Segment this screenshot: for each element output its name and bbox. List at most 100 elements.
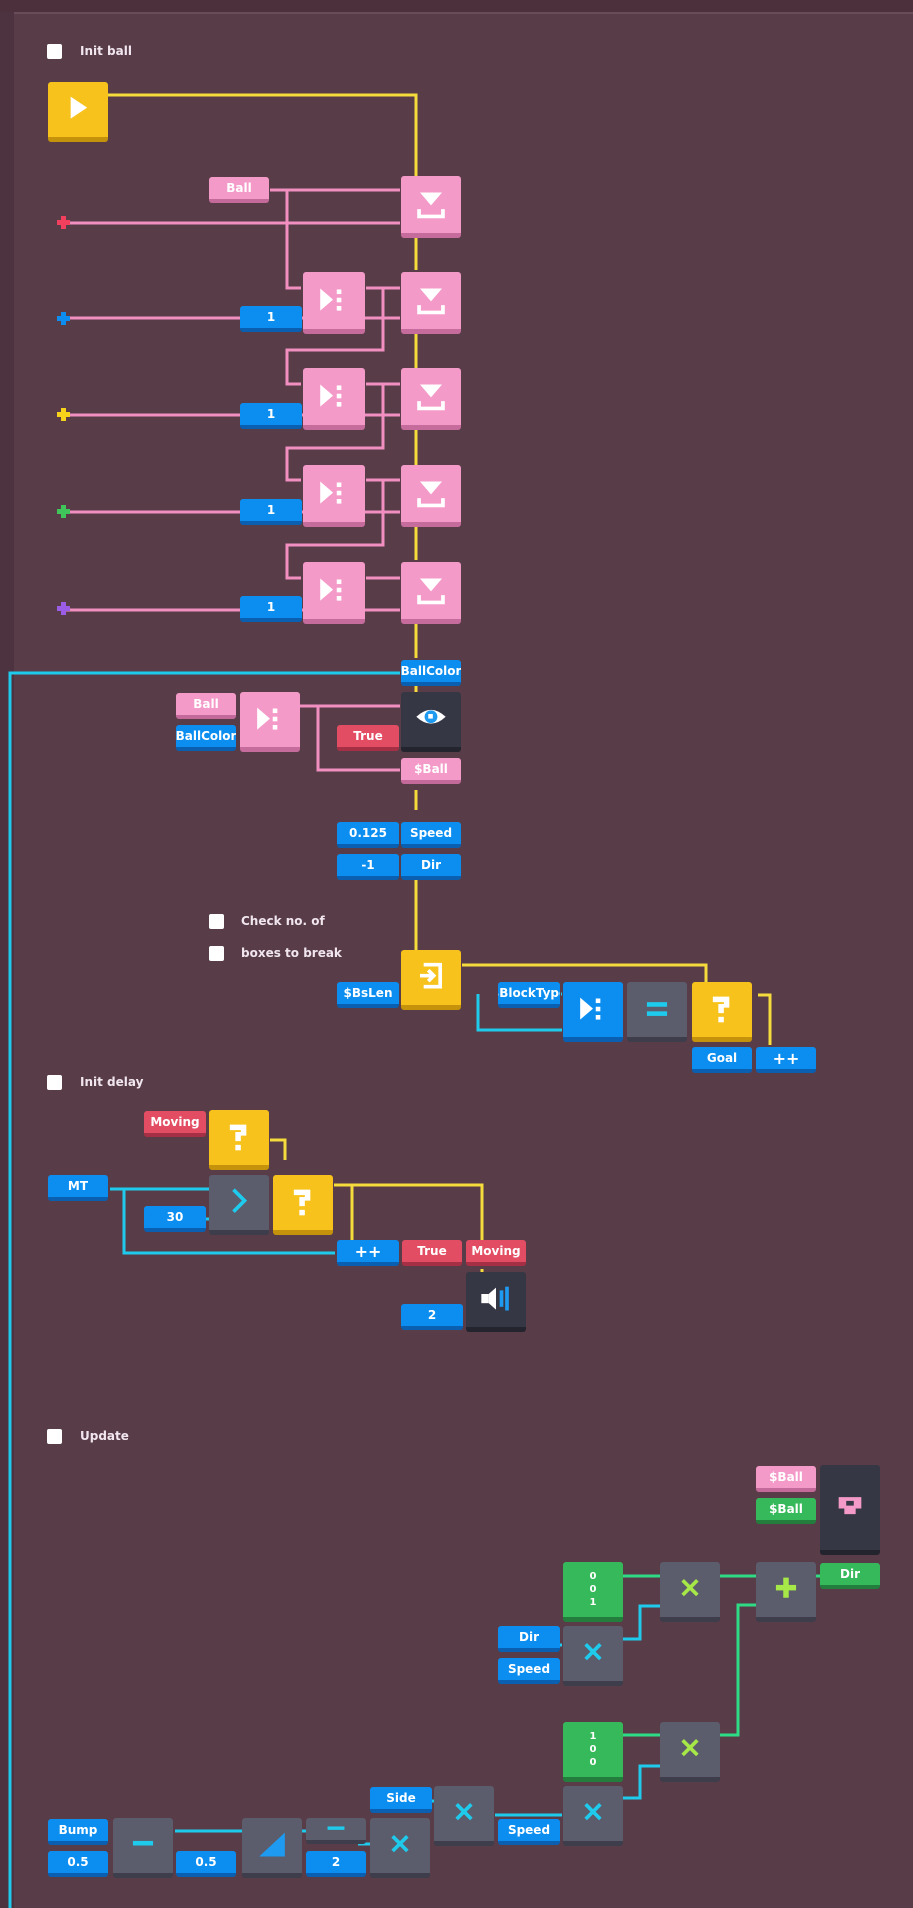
list-append-icon bbox=[257, 707, 278, 730]
var-goal[interactable]: Goal bbox=[692, 1047, 752, 1073]
list-set-icon bbox=[417, 384, 445, 411]
set-list-node[interactable] bbox=[401, 176, 461, 238]
set-list-node[interactable] bbox=[401, 562, 461, 624]
set-list-node[interactable] bbox=[401, 465, 461, 527]
var-dir-green[interactable]: Dir bbox=[820, 1563, 880, 1589]
number-thirty[interactable]: 30 bbox=[144, 1206, 206, 1232]
var-bslen[interactable]: $BsLen bbox=[337, 982, 399, 1008]
string-ball[interactable]: Ball bbox=[209, 177, 269, 203]
multiply-node[interactable] bbox=[370, 1818, 430, 1878]
section-checkbox-init-ball[interactable] bbox=[47, 44, 62, 59]
multiply-node[interactable] bbox=[434, 1786, 494, 1846]
list-append-icon bbox=[320, 288, 342, 311]
var-mt[interactable]: MT bbox=[48, 1175, 108, 1201]
var-dir[interactable]: Dir bbox=[498, 1626, 560, 1652]
branch-node[interactable] bbox=[209, 1110, 269, 1170]
multiply-icon bbox=[391, 1835, 409, 1853]
branch-node[interactable] bbox=[273, 1175, 333, 1235]
list-append-node[interactable] bbox=[303, 272, 365, 334]
increment-node[interactable]: ++ bbox=[337, 1240, 399, 1266]
multiply-node[interactable] bbox=[660, 1562, 720, 1622]
number-two[interactable]: 2 bbox=[401, 1304, 463, 1330]
vector-001-node[interactable]: 0 0 1 bbox=[563, 1562, 623, 1622]
vector-x: 0 bbox=[589, 1571, 597, 1582]
vector-components: 1 0 0 bbox=[563, 1722, 623, 1777]
multiply-node[interactable] bbox=[563, 1626, 623, 1686]
number-one[interactable]: 1 bbox=[240, 306, 302, 332]
var-speed[interactable]: Speed bbox=[498, 1658, 560, 1684]
bool-true[interactable]: True bbox=[402, 1240, 462, 1266]
var-dir[interactable]: Dir bbox=[401, 854, 461, 880]
list-append-node[interactable] bbox=[303, 465, 365, 527]
play-sound-node[interactable] bbox=[466, 1272, 526, 1332]
var-sball[interactable]: $Ball bbox=[756, 1466, 816, 1492]
question-icon bbox=[229, 1124, 247, 1151]
var-speed[interactable]: Speed bbox=[498, 1819, 560, 1845]
watch-node[interactable] bbox=[401, 692, 461, 752]
ramp-node[interactable] bbox=[242, 1818, 302, 1878]
data-wire bbox=[623, 1604, 660, 1641]
purple-color-swatch[interactable] bbox=[57, 602, 70, 615]
top-edge bbox=[0, 0, 913, 14]
vector-100-node[interactable]: 1 0 0 bbox=[563, 1722, 623, 1782]
add-node[interactable] bbox=[756, 1562, 816, 1622]
bool-true[interactable]: True bbox=[337, 725, 399, 751]
loop-icon bbox=[420, 962, 442, 989]
multiply-node[interactable] bbox=[563, 1786, 623, 1846]
var-side[interactable]: Side bbox=[370, 1787, 432, 1813]
set-list-node[interactable] bbox=[401, 368, 461, 430]
number-two[interactable]: 2 bbox=[306, 1851, 366, 1877]
green-color-swatch[interactable] bbox=[57, 505, 70, 518]
eye-icon bbox=[416, 709, 446, 724]
var-sball-green[interactable]: $Ball bbox=[756, 1498, 816, 1524]
equals-node[interactable] bbox=[627, 982, 687, 1042]
yellow-color-swatch[interactable] bbox=[57, 408, 70, 421]
var-bump[interactable]: Bump bbox=[48, 1819, 108, 1845]
number-half[interactable]: 0.5 bbox=[48, 1851, 108, 1877]
list-append-node[interactable] bbox=[303, 562, 365, 624]
question-icon bbox=[712, 996, 730, 1023]
blue-color-swatch[interactable] bbox=[57, 312, 70, 325]
section-checkbox-update[interactable] bbox=[47, 1429, 62, 1444]
branch-node[interactable] bbox=[692, 982, 752, 1042]
exec-wire bbox=[108, 93, 418, 177]
start-event-node[interactable] bbox=[48, 82, 108, 142]
list-get-node[interactable] bbox=[563, 982, 623, 1042]
ramp-icon bbox=[259, 1832, 285, 1857]
number-speed-value[interactable]: 0.125 bbox=[337, 822, 399, 848]
list-append-icon bbox=[320, 481, 342, 504]
data-wire bbox=[720, 1603, 758, 1737]
var-ballcolor[interactable]: BallColor bbox=[401, 660, 461, 686]
number-one[interactable]: 1 bbox=[240, 596, 302, 622]
comment-checkbox-boxes-break[interactable] bbox=[209, 946, 224, 961]
list-append-node[interactable] bbox=[240, 692, 300, 752]
var-moving[interactable]: Moving bbox=[144, 1111, 206, 1137]
for-each-node[interactable] bbox=[401, 950, 461, 1010]
set-list-node[interactable] bbox=[401, 272, 461, 334]
var-speed[interactable]: Speed bbox=[401, 822, 461, 848]
var-blocktype[interactable]: $BlockType bbox=[498, 982, 560, 1008]
list-append-node[interactable] bbox=[303, 368, 365, 430]
var-moving[interactable]: Moving bbox=[466, 1240, 526, 1266]
increment-node[interactable]: ++ bbox=[756, 1047, 816, 1073]
number-one[interactable]: 1 bbox=[240, 403, 302, 429]
string-ballcolor[interactable]: BallColor bbox=[176, 725, 236, 751]
vector-x: 1 bbox=[589, 1731, 597, 1742]
subtract-node-small[interactable] bbox=[306, 1818, 366, 1844]
list-append-icon bbox=[320, 384, 342, 407]
list-get-node[interactable] bbox=[820, 1465, 880, 1555]
red-color-swatch[interactable] bbox=[57, 216, 70, 229]
string-ball[interactable]: Ball bbox=[176, 693, 236, 719]
comment-checkbox-check-count[interactable] bbox=[209, 914, 224, 929]
minus-icon bbox=[327, 1826, 345, 1830]
number-one[interactable]: 1 bbox=[240, 499, 302, 525]
number-dir-value[interactable]: -1 bbox=[337, 854, 399, 880]
subtract-node[interactable] bbox=[113, 1818, 173, 1878]
section-checkbox-init-delay[interactable] bbox=[47, 1075, 62, 1090]
number-half[interactable]: 0.5 bbox=[176, 1851, 236, 1877]
multiply-node[interactable] bbox=[660, 1722, 720, 1782]
vector-y: 0 bbox=[589, 1744, 597, 1755]
greater-than-node[interactable] bbox=[209, 1175, 269, 1235]
var-sball[interactable]: $Ball bbox=[401, 758, 461, 784]
